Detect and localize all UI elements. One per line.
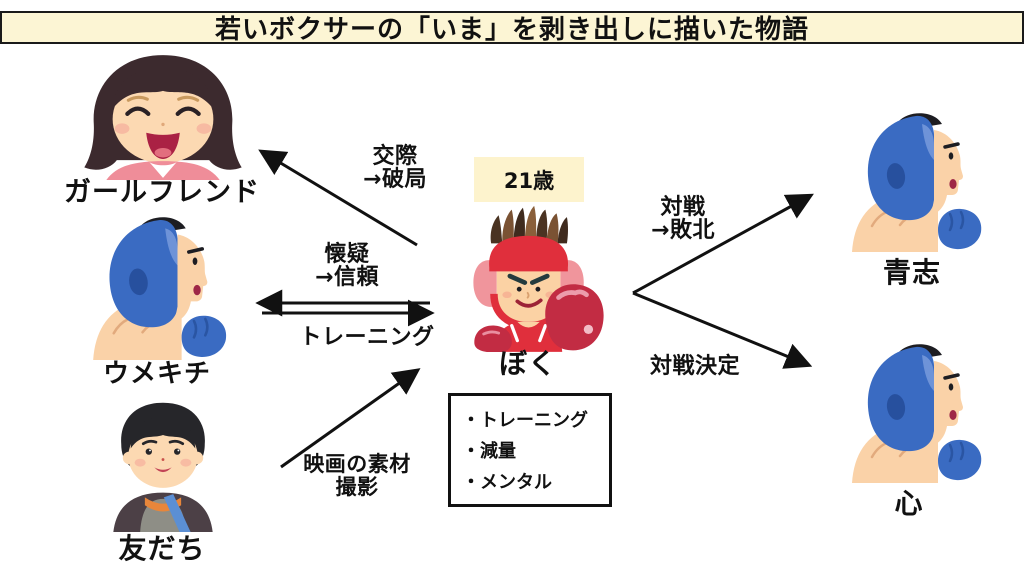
relation-umekichi-label: 懐疑 →信頼 <box>315 243 379 289</box>
relation-aoshi-line2: →敗北 <box>651 218 715 243</box>
note-item: ・減量 <box>462 441 516 462</box>
age-badge: 21歳 <box>474 157 584 202</box>
age-badge-text: 21歳 <box>503 168 555 193</box>
relation-friend-line2: 撮影 <box>335 475 379 499</box>
relation-aoshi-line1: 対戦 <box>660 195 706 220</box>
girlfriend-name-label: ガールフレンド <box>64 177 260 208</box>
hero-notes-box: ・トレーニング ・減量 ・メンタル <box>448 393 612 507</box>
kokoro-name-label: 心 <box>894 487 924 520</box>
relation-umekichi-line1: 懐疑 <box>324 242 370 267</box>
relation-girlfriend-label: 交際 →破局 <box>363 145 427 191</box>
title-banner: 若いボクサーの「いま」を剥き出しに描いた物語 <box>0 11 1024 45</box>
kokoro-illustration <box>845 343 987 483</box>
note-item: ・メンタル <box>462 472 552 493</box>
hero-illustration <box>473 205 604 352</box>
girlfriend-illustration <box>84 55 242 180</box>
hero-name-label: ぼく <box>498 347 558 380</box>
page-title: 若いボクサーの「いま」を剥き出しに描いた物語 <box>214 15 809 45</box>
umekichi-name-label: ウメキチ <box>102 359 212 389</box>
relation-aoshi-label: 対戦 →敗北 <box>651 196 715 242</box>
friend-name-label: 友だち <box>118 532 206 565</box>
note-item: ・トレーニング <box>462 410 588 431</box>
relation-umekichi-line2: →信頼 <box>315 265 379 290</box>
relation-training-label: トレーニング <box>299 325 435 350</box>
relation-girlfriend-line2: →破局 <box>363 167 427 192</box>
relation-girlfriend-line1: 交際 <box>372 144 418 169</box>
relation-kokoro-label: 対戦決定 <box>649 354 741 379</box>
relation-friend-line1: 映画の素材 <box>303 452 411 476</box>
aoshi-illustration <box>845 112 987 252</box>
aoshi-name-label: 青志 <box>882 256 942 289</box>
relation-friend-label: 映画の素材 撮影 <box>303 453 411 499</box>
umekichi-illustration <box>85 216 233 360</box>
friend-illustration <box>113 402 213 532</box>
